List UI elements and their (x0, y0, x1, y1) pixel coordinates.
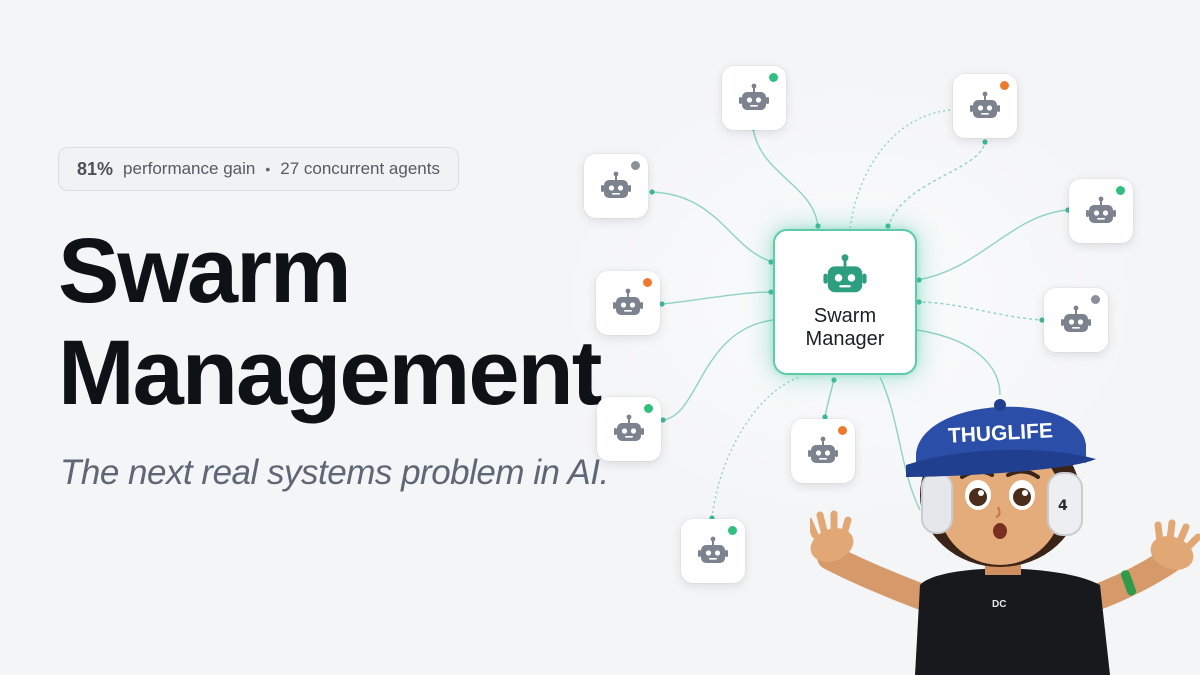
connector-top-right (887, 139, 986, 229)
manager-label-line-2: Manager (805, 328, 885, 350)
headline-line-2: Management (58, 322, 602, 424)
connector-top-left (752, 127, 819, 229)
connector-upper-left (651, 191, 774, 263)
agent-node-lower-left[interactable] (597, 397, 661, 461)
agent-node-mid-right[interactable] (1044, 288, 1108, 352)
cap-text: THUGLIFE (947, 419, 1053, 447)
headline-line-1: Swarm (58, 220, 352, 322)
connector-upper-right (916, 209, 1069, 281)
robot-icon (698, 536, 728, 563)
robot-icon (808, 436, 838, 463)
connector-to-mascot (916, 329, 1001, 396)
mascot-illustration: DC 4 THUGLIFE (810, 399, 1200, 675)
manager-label-line-1: Swarm (813, 305, 877, 327)
robot-icon (613, 288, 643, 315)
robot-icon (601, 171, 631, 198)
status-dot-busy (838, 426, 847, 435)
agent-node-mid-left[interactable] (596, 271, 660, 335)
connector-lower-left (662, 319, 774, 421)
shirt-text: DC (992, 599, 1006, 610)
connector-bottom-left (711, 376, 801, 519)
status-dot-active (769, 73, 778, 82)
status-dot-active (728, 526, 737, 535)
status-dot-busy (643, 278, 652, 287)
status-dot-idle (1091, 295, 1100, 304)
swarm-manager-node[interactable]: Swarm Manager (773, 229, 917, 375)
agent-node-upper-right[interactable] (1069, 179, 1133, 243)
robot-icon (614, 414, 644, 441)
stats-pill: 81% performance gain • 27 concurrent age… (58, 147, 459, 191)
agent-node-upper-left[interactable] (584, 154, 648, 218)
status-dot-busy (1000, 81, 1009, 90)
robot-icon (1061, 305, 1091, 332)
connector-top-right-2 (849, 109, 951, 229)
agent-node-top-right[interactable] (953, 74, 1017, 138)
stats-separator: • (265, 161, 271, 177)
connector-mid-right (916, 301, 1045, 321)
agent-node-lower-center[interactable] (791, 419, 855, 483)
agent-node-bottom-left[interactable] (681, 519, 745, 583)
robot-icon (739, 83, 769, 110)
status-dot-active (644, 404, 653, 413)
status-dot-active (1116, 186, 1125, 195)
tagline: The next real systems problem in AI. (60, 453, 609, 492)
agent-node-top-left[interactable] (722, 66, 786, 130)
manager-robot-icon (823, 254, 867, 293)
agents-label: 27 concurrent agents (280, 159, 440, 178)
status-dot-idle (631, 161, 640, 170)
connector-lower-right (879, 376, 921, 511)
performance-label: performance gain (123, 159, 256, 178)
robot-icon (1086, 196, 1116, 223)
manager-label: Swarm Manager (806, 305, 885, 351)
performance-percent: 81% (77, 158, 114, 179)
svg-text:4: 4 (1058, 498, 1068, 514)
robot-icon (970, 91, 1000, 118)
connector-mid-left (661, 291, 774, 305)
